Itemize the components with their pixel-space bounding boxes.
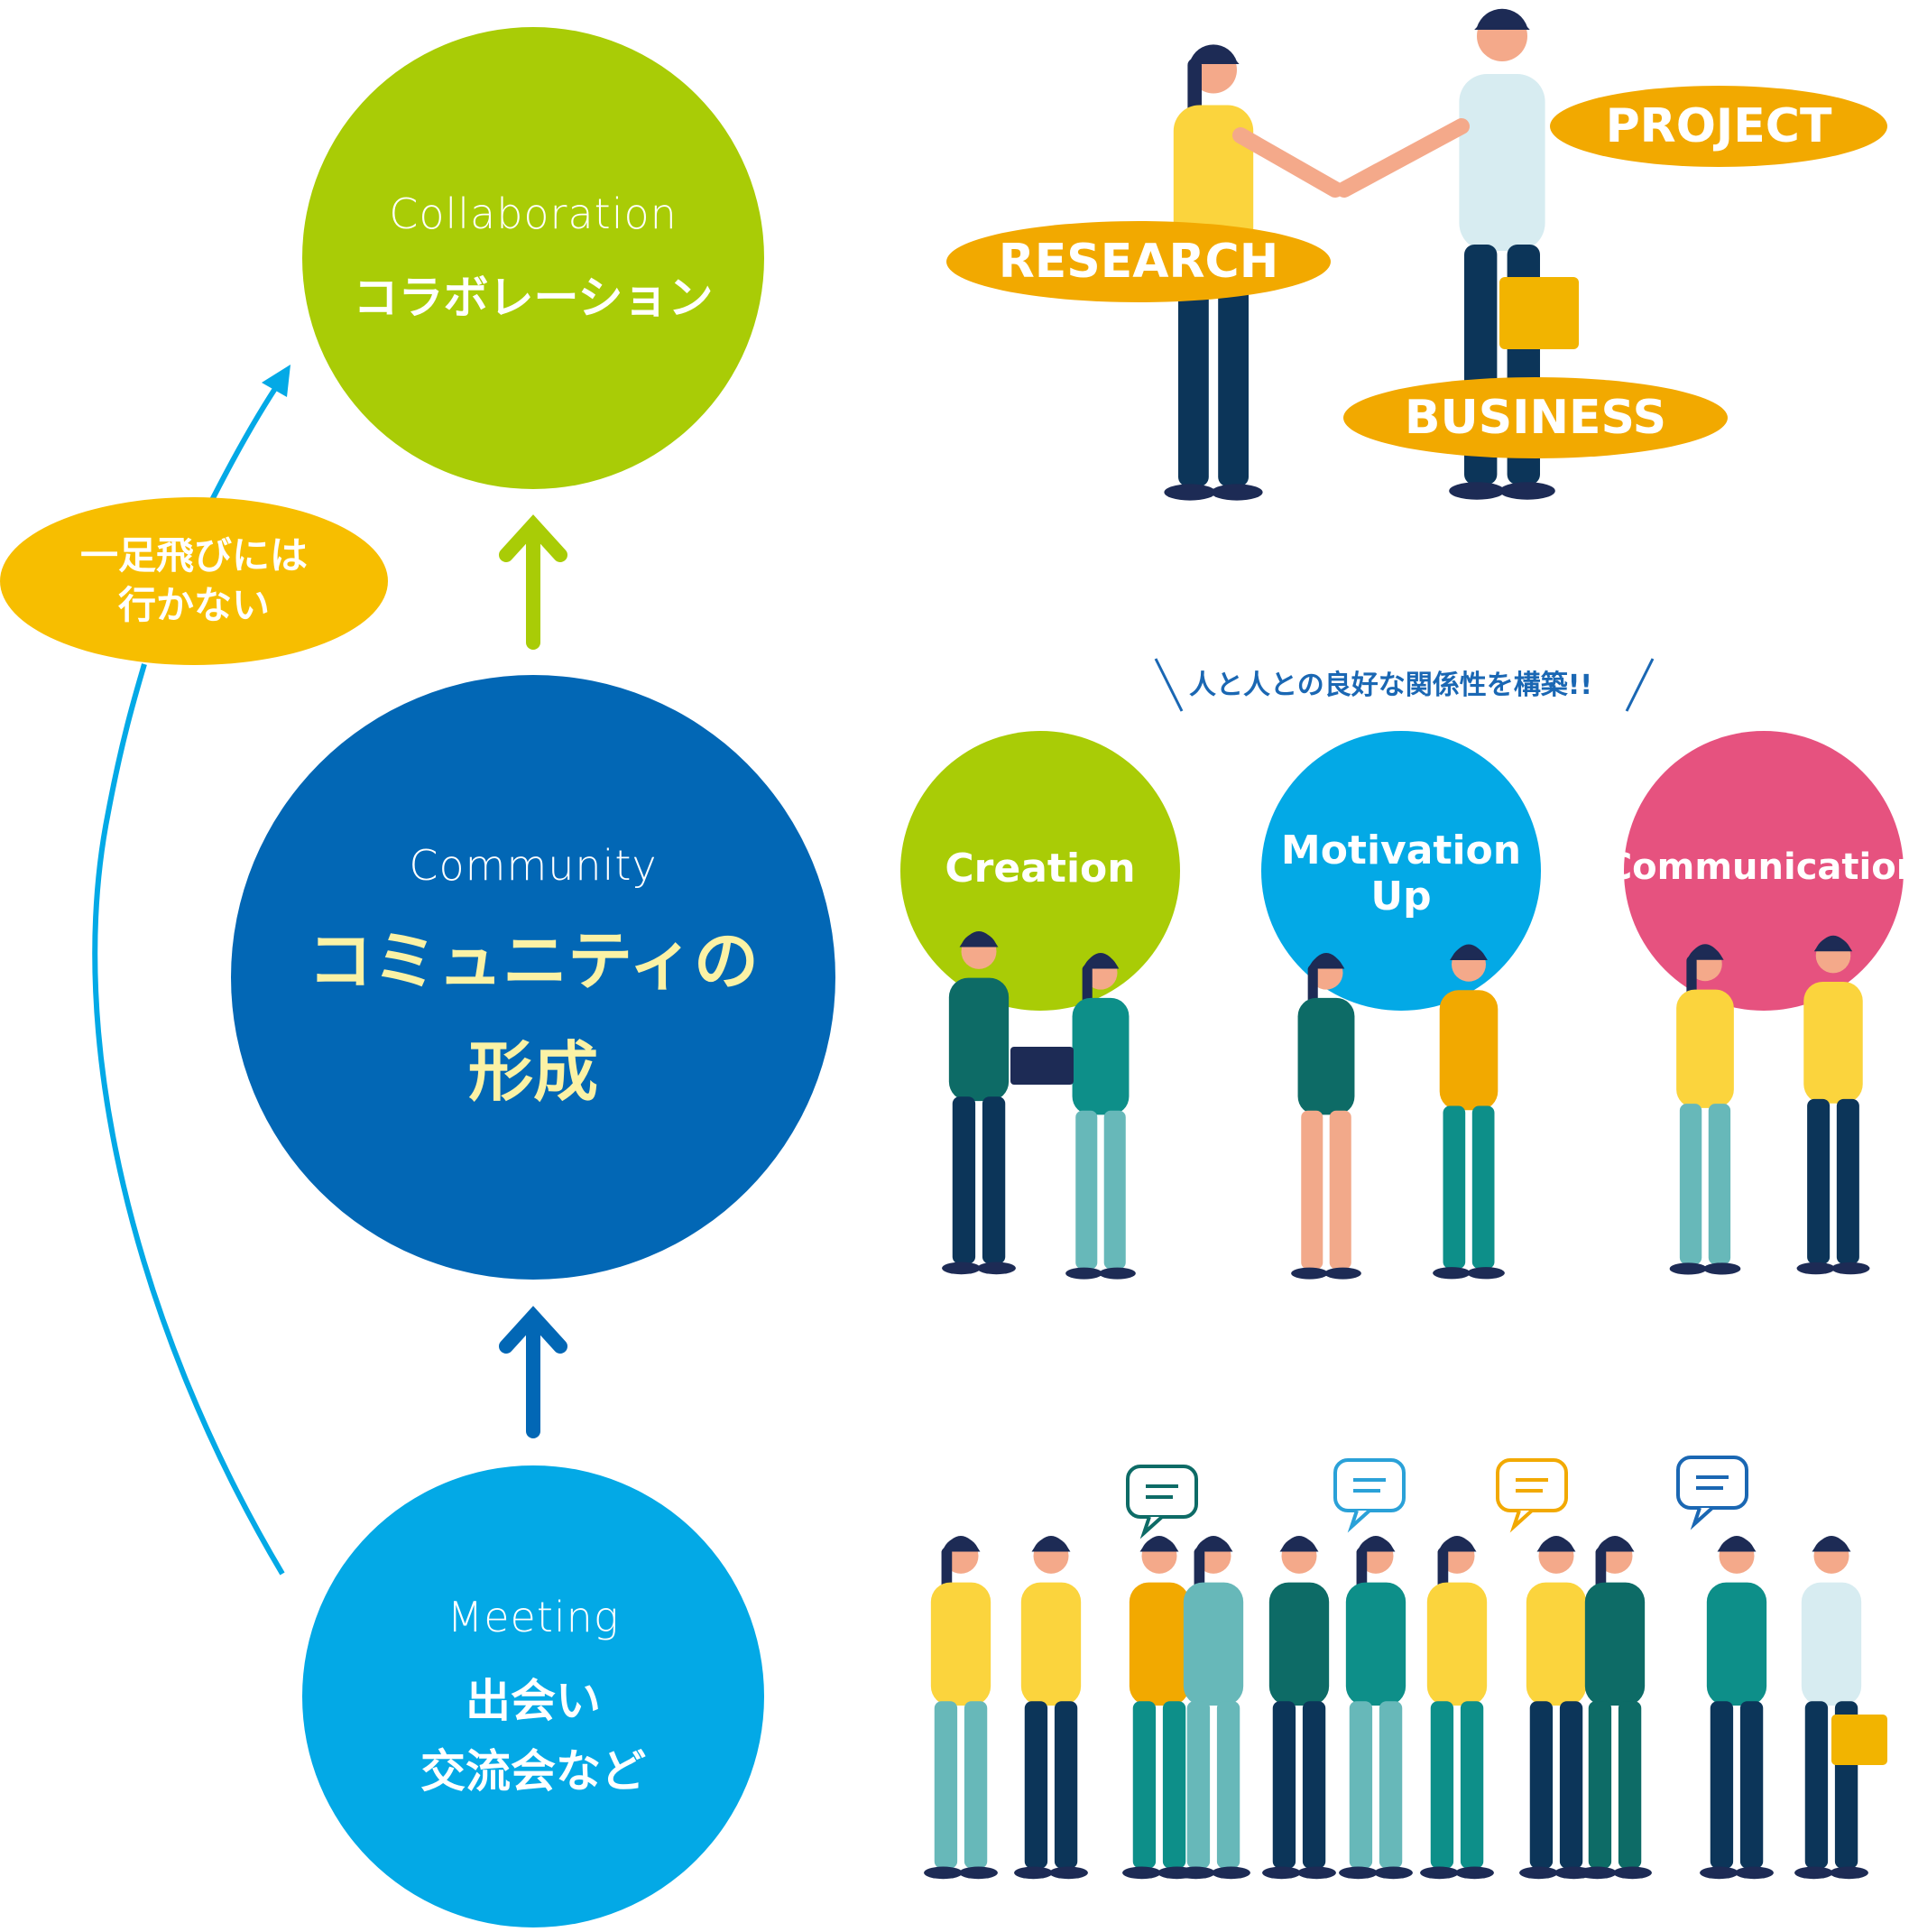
meeting-en: Meeting bbox=[447, 1593, 620, 1641]
meeting-circle: Meeting 出会い 交流会など bbox=[302, 1465, 764, 1927]
briefcase-icon bbox=[1831, 1715, 1887, 1765]
meeting-jp-line1: 出会い bbox=[466, 1675, 601, 1727]
business-text: BUSINESS bbox=[1404, 391, 1667, 445]
skip-badge: 一足飛びには 行かない bbox=[0, 497, 388, 665]
skip-arrowhead bbox=[262, 365, 290, 397]
collaboration-en: Collaboration bbox=[389, 190, 678, 238]
speech-bubble-icon bbox=[1496, 1458, 1568, 1533]
speech-bubble-icon bbox=[1126, 1465, 1198, 1539]
skip-badge-line1: 一足飛びには bbox=[79, 533, 308, 578]
arrow-up-blue bbox=[499, 1306, 567, 1438]
person-figure bbox=[1262, 1536, 1336, 1880]
caption-slash-right bbox=[1625, 658, 1655, 712]
communication-circle: Communication bbox=[1606, 731, 1909, 1011]
person-figure bbox=[1339, 1536, 1413, 1880]
community-jp-line2: 形成 bbox=[467, 1034, 598, 1110]
community-circle: Community コミュニティの 形成 bbox=[231, 675, 835, 1280]
creation-label: Creation bbox=[945, 846, 1136, 892]
person-figure bbox=[1433, 944, 1505, 1280]
person-figure bbox=[1700, 1536, 1774, 1880]
communication-label: Communication bbox=[1605, 846, 1909, 888]
speech-bubble-icon bbox=[1676, 1456, 1748, 1530]
handshake-arms bbox=[1232, 118, 1470, 198]
community-jp-line1: コミュニティの bbox=[308, 923, 759, 999]
caption-slash-left bbox=[1154, 658, 1184, 712]
project-label: PROJECT bbox=[1550, 86, 1887, 167]
arrow-up-green bbox=[499, 514, 567, 650]
collaboration-circle: Collaboration コラボレーション bbox=[302, 27, 764, 489]
person-figure bbox=[1669, 944, 1741, 1275]
person-figure bbox=[1519, 1536, 1593, 1880]
person-figure bbox=[1122, 1536, 1196, 1880]
person-figure bbox=[1794, 1536, 1868, 1880]
briefcase-icon bbox=[1499, 277, 1579, 349]
person-figure bbox=[1420, 1536, 1494, 1880]
project-text: PROJECT bbox=[1605, 99, 1832, 153]
person-figure bbox=[1578, 1536, 1652, 1880]
creation-circle: Creation bbox=[900, 731, 1180, 1011]
person-figure bbox=[1291, 953, 1361, 1280]
research-label: RESEARCH bbox=[946, 221, 1331, 302]
business-label: BUSINESS bbox=[1343, 377, 1728, 458]
person-figure bbox=[942, 931, 1016, 1275]
research-text: RESEARCH bbox=[998, 235, 1279, 289]
skip-curve-upper bbox=[208, 377, 284, 504]
person-figure bbox=[1176, 1536, 1250, 1880]
meeting-jp-line2: 交流会など bbox=[420, 1745, 646, 1798]
person-figure bbox=[1014, 1536, 1088, 1880]
motivation-label-line2: Up bbox=[1370, 873, 1432, 920]
laptop-icon bbox=[1010, 1047, 1074, 1085]
community-en: Community bbox=[409, 841, 658, 890]
person-figure bbox=[1796, 935, 1870, 1275]
collaboration-jp: コラボレーション bbox=[353, 272, 714, 324]
person-figure bbox=[924, 1536, 998, 1880]
relationship-caption: 人と人との良好な関係性を構築!! bbox=[1189, 670, 1593, 701]
motivation-circle: Motivation Up bbox=[1261, 731, 1541, 1011]
skip-badge-line2: 行かない bbox=[117, 583, 270, 627]
speech-bubble-icon bbox=[1333, 1458, 1406, 1533]
skip-curve bbox=[92, 663, 285, 1576]
person-figure bbox=[1065, 953, 1136, 1280]
motivation-label-line1: Motivation bbox=[1280, 827, 1522, 874]
